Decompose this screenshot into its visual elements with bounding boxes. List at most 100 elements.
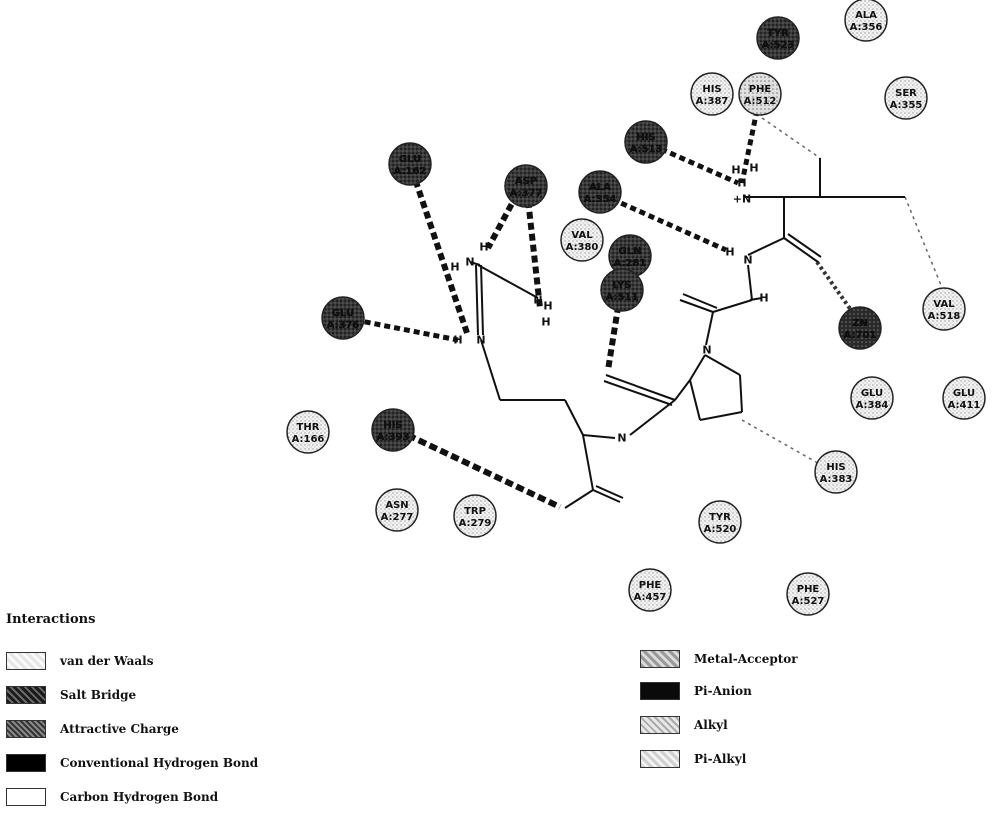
atom-label: H: [737, 177, 746, 190]
residue-name: VAL: [933, 299, 955, 310]
residue-disc: [504, 164, 548, 208]
residue-disc: [738, 72, 782, 116]
hbond-phe512: [739, 109, 760, 184]
residue-name: GLU: [953, 388, 975, 399]
hbond-his393: [395, 427, 562, 510]
residue-name: ALA: [855, 10, 877, 21]
atom-label: H: [759, 292, 768, 305]
residue-name: PHE: [797, 584, 820, 595]
atom-label: +N: [733, 193, 751, 206]
residue-name: TYR: [709, 512, 731, 523]
residue-id: A:279: [459, 518, 492, 529]
residue-disc: [814, 450, 858, 494]
residue-id: A:355: [890, 100, 923, 111]
residue-name: TYR: [767, 28, 789, 39]
residue-id: A:277: [381, 512, 414, 523]
residue-id: A:520: [704, 524, 737, 535]
residue-disc: [560, 218, 604, 262]
residue-id: A:511: [606, 292, 639, 303]
residue-disc: [922, 287, 966, 331]
atom-label: H: [453, 334, 462, 347]
residue-id: A:162: [394, 166, 427, 177]
ligand-atoms: H N H N H H N H H N H N H N +N H H: [450, 162, 768, 445]
residue-id: A:523: [762, 40, 795, 51]
residue-zn-a-701: ZNA:701: [838, 306, 882, 350]
residue-disc: [321, 296, 365, 340]
ligand-bonds: [469, 158, 905, 509]
residue-id: A:281: [614, 258, 647, 269]
residue-id: A:166: [292, 434, 325, 445]
residue-disc: [578, 170, 622, 214]
residue-id: A:383: [820, 474, 853, 485]
atom-label: H: [731, 164, 740, 177]
residue-disc: [850, 376, 894, 420]
residue-name: ALA: [589, 182, 611, 193]
residue-disc: [628, 568, 672, 612]
residue-name: ASN: [385, 500, 408, 511]
residue-disc: [698, 500, 742, 544]
residue-name: ASP: [515, 176, 537, 187]
residue-name: LYS: [612, 280, 631, 291]
vdw-phe512: [761, 117, 821, 159]
atom-label: N: [465, 256, 474, 269]
residue-disc: [942, 376, 986, 420]
residue-disc: [838, 306, 882, 350]
residue-disc: [884, 76, 928, 120]
residue-id: A:527: [792, 596, 825, 607]
residue-id: A:518: [928, 311, 961, 322]
hbond-glu162: [409, 169, 470, 334]
residue-disc: [600, 268, 644, 312]
residue-disc: [756, 16, 800, 60]
residue-disc: [453, 494, 497, 538]
residue-name: HIS: [383, 420, 402, 431]
atom-label: N: [617, 432, 626, 445]
atom-label: H: [543, 300, 552, 313]
residue-name: HIS: [826, 462, 845, 473]
residue-id: A:380: [566, 242, 599, 253]
residue-name: PHE: [639, 580, 662, 591]
residue-id: A:513: [630, 144, 663, 155]
residue-id: A:376: [327, 320, 360, 331]
atom-label: H: [541, 316, 550, 329]
residue-disc: [786, 572, 830, 616]
residue-name: ZN: [852, 318, 868, 329]
atom-label: N: [476, 334, 485, 347]
vdw-his383: [741, 419, 831, 471]
hbond-glu376: [344, 315, 459, 343]
residue-name: HIS: [702, 84, 721, 95]
residue-id: A:384: [856, 400, 889, 411]
atom-label: H: [450, 261, 459, 274]
atom-label: N: [743, 254, 752, 267]
residue-name: VAL: [571, 230, 593, 241]
atom-label: H: [749, 162, 758, 175]
residue-disc: [371, 408, 415, 452]
residue-id: A:457: [634, 592, 667, 603]
residue-id: A:387: [696, 96, 729, 107]
residue-name: GLN: [619, 246, 642, 257]
residue-disc: [286, 410, 330, 454]
hbond-his513: [650, 142, 740, 186]
residue-layer: TYRA:523ALAA:356HISA:387PHEA:512SERA:355…: [286, 0, 986, 616]
